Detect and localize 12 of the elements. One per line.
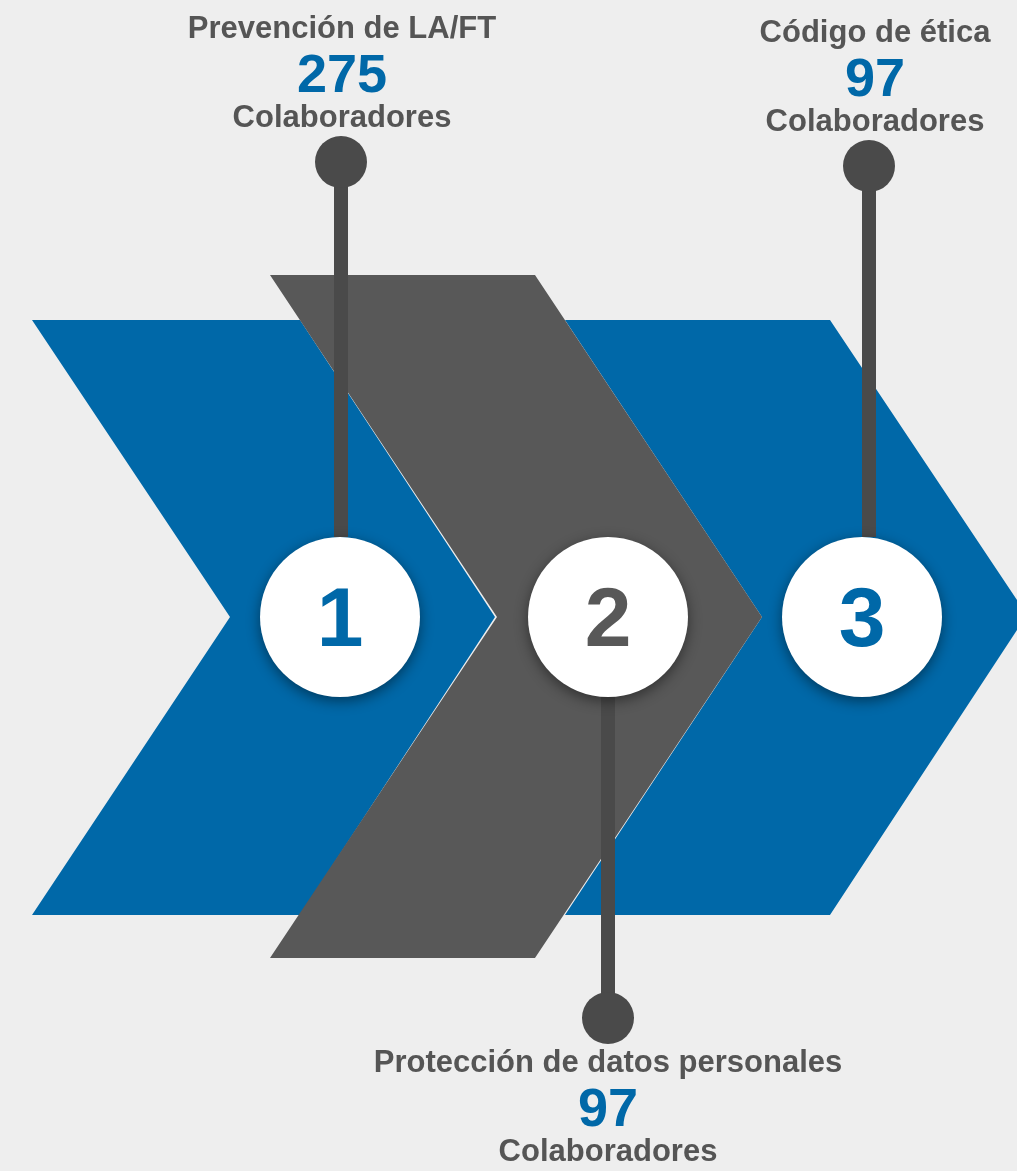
leader-line: [843, 140, 895, 537]
count-number: 97: [844, 48, 906, 106]
caption-text: Colaboradores: [498, 1135, 718, 1168]
heading-text: Protección de datos personales: [373, 1046, 843, 1079]
count-number: 97: [577, 1078, 639, 1136]
heading-text: Prevención de LA/FT: [187, 12, 497, 45]
leader-line: [582, 697, 634, 1044]
leader-line: [315, 136, 367, 537]
heading-text: Código de ética: [759, 16, 991, 49]
caption-text: Colaboradores: [765, 105, 985, 138]
caption-text: Colaboradores: [232, 101, 452, 134]
count-number: 275: [296, 44, 388, 102]
